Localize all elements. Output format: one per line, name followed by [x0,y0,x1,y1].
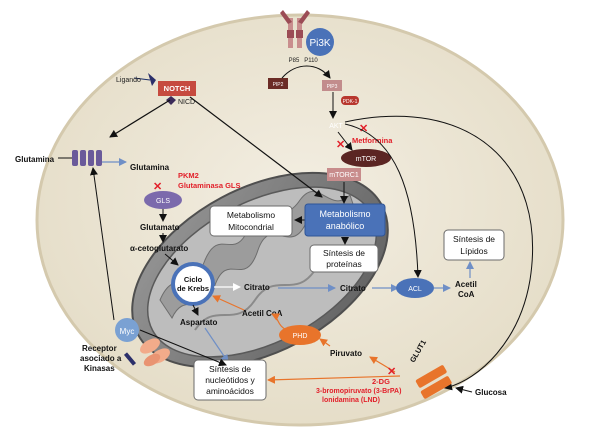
metab-anab-box [304,203,386,237]
akt-acl-arrow [344,123,422,278]
acetil-coa-cyto-label-2: CoA [458,290,475,299]
mtor-label: mTOR [356,156,376,163]
bromopiruvato-label: 3-bromopiruvato (3-BrPA) [316,388,401,395]
metab-mito-label-1: Metabolismo [227,210,275,220]
mtor-inhibit-x: ✕ [336,139,345,151]
krebs-cycle [171,262,215,306]
dg-label: 2-DG [372,377,390,386]
acetil-coa-mito-label: Acetil CoA [242,309,283,318]
pi3k-node [306,28,334,56]
sint-nuc-label-2: nucleótidos y [205,375,255,385]
sint-lip-label-1: Síntesis de [453,234,495,244]
acetilcoa-krebs-arrow [212,295,245,311]
metformina-label: Metformina [352,136,393,145]
p110-label: P110 [304,58,318,64]
acetil-coa-cyto-label-1: Acetil [455,280,477,289]
akt-glut1-arrow [344,115,534,391]
alfakg-krebs-arrow [164,253,179,266]
mtorc1-label: mTORC1 [329,172,359,179]
glucosa-arrow [455,385,473,394]
p85-label: P85 [289,58,300,64]
metab-anab-label-2: anabólico [326,221,365,231]
alfa-kg-label: α-cetoglutarato [130,244,188,253]
krebs-aspartato-arrow [191,304,199,316]
myc-nuc-arrow [139,329,227,367]
citrato-cyto-label: Citrato [340,284,366,293]
sint-lip-label-2: Lípidos [460,246,487,256]
ligando-pointer [133,77,151,81]
sint-nuc-label-3: aminoácidos [206,386,254,396]
krebs-label-2: de Krebs [177,284,209,293]
receptor-kinase-label-2: asociado a [80,354,122,363]
glucosa-label: Glucosa [475,388,507,397]
citrato-mito-label: Citrato [244,283,270,292]
myc-node [115,318,139,342]
glycolysis-inhibit-x: ✕ [387,366,396,378]
pi3k-receptor [280,10,310,48]
glutaminasa-gls-label: Glutaminasa GLS [178,181,241,190]
pip3-node [322,80,342,91]
pip2-label: PIP2 [273,82,284,88]
pdk1-node [341,96,359,105]
glutamina-in-label: Glutamina [130,163,170,172]
myc-label: Myc [120,327,135,336]
glut1-nuc-arrow [267,375,401,384]
aspartato-label: Aspartato [180,318,217,327]
notch-anabolic-arrow [189,96,323,198]
phd-label: PHD [293,333,308,340]
metab-mito-label-2: Mitocondrial [228,222,274,232]
glutamato-label: Glutamato [140,223,180,232]
acl-label: ACL [408,286,422,293]
mtor-node [341,149,391,167]
krebs-label-1: Ciclo [184,275,203,284]
sint-prot-label-2: proteínas [326,259,361,269]
sint-nuc-label-1: Síntesis de [209,364,251,374]
nicd-label: NICD [178,99,195,106]
lonidamina-label: lonidamina (LND) [322,397,380,404]
piruvato-label: Piruvato [330,349,362,358]
pkm2-label: PKM2 [178,171,199,180]
receptor-kinase-label-1: Receptor [82,344,117,353]
phd-node [279,325,321,345]
pip3-label: PIP3 [327,84,338,90]
receptor-kinase [123,338,170,367]
akt-label: AKT [329,123,343,130]
receptor-kinase-label-3: Kinasas [84,364,115,373]
gls-label: GLS [156,198,170,205]
metab-mito-box [209,205,293,237]
glutamine-transporter [72,150,102,166]
sint-prot-label-1: Síntesis de [323,248,365,258]
ligand-shape [148,73,156,86]
notch-receptor [158,81,196,96]
nicd-shape [166,96,176,105]
myc-glutamina-arrow [89,167,115,321]
mtorc1-node [327,168,361,181]
glut1-piruvato-arrow [369,356,396,373]
notch-glutamina-arrow [109,99,171,138]
notch-label: NOTCH [164,84,191,93]
sint-prot-box [309,244,379,273]
aspartato-nuc-arrow [204,327,229,363]
pdk1-label: PDK-1 [343,99,358,105]
ligando-label: Ligando [116,77,141,84]
metab-anab-label-1: Metabolismo [319,209,370,219]
pip2-node [268,78,288,89]
gls-inhibit-x: ✕ [153,181,162,193]
akt-mtor-arrow [337,131,353,151]
metformina-inhibit-x: ✕ [359,123,368,135]
acl-node [396,278,434,298]
pip2-pip3-arrow [281,65,331,79]
sint-nuc-box [193,359,267,401]
sint-lip-box [443,229,505,261]
glut1-transporter [415,365,452,399]
gls-node [144,191,182,209]
piruvato-phd-arrow [319,338,331,347]
pi3k-label: Pi3K [309,38,330,49]
glutamina-out-label: Glutamina [15,155,55,164]
